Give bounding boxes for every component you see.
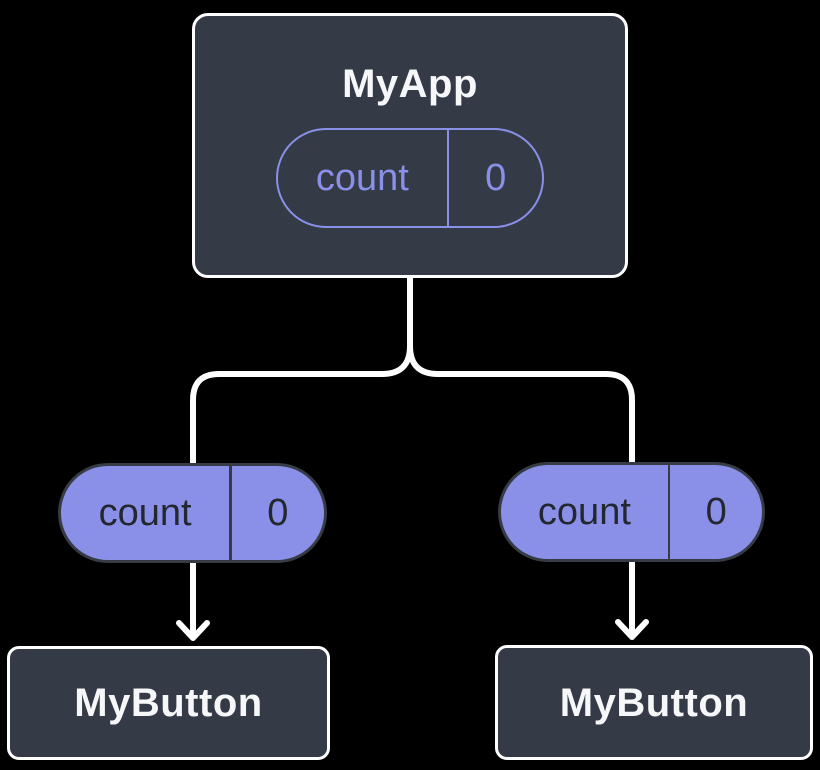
- state-pill-name: count: [315, 156, 409, 199]
- pill-divider: [446, 129, 450, 226]
- myapp-title: MyApp: [342, 61, 478, 106]
- prop-pill-right-name: count: [537, 491, 631, 533]
- mybutton-left-title: MyButton: [74, 681, 263, 725]
- prop-pill-right: count 0: [498, 462, 765, 562]
- pill-divider: [667, 465, 671, 559]
- myapp-state-pill: count 0: [276, 127, 544, 228]
- prop-pill-left-name: count: [98, 492, 192, 534]
- branch-right-line: [407, 275, 635, 466]
- state-pill-value: 0: [485, 156, 507, 199]
- prop-pill-left: count 0: [58, 463, 327, 563]
- prop-pill-right-value: 0: [705, 491, 727, 533]
- mybutton-node-left: MyButton: [7, 646, 330, 760]
- pill-divider: [229, 466, 232, 560]
- prop-pill-left-value: 0: [267, 492, 289, 534]
- myapp-node: MyApp count 0: [192, 13, 628, 278]
- branch-left-line: [190, 275, 413, 467]
- mybutton-right-title: MyButton: [559, 680, 749, 725]
- mybutton-node-right: MyButton: [495, 645, 813, 760]
- arrow-left-head-icon: [176, 620, 210, 641]
- arrow-right-head-icon: [615, 619, 649, 640]
